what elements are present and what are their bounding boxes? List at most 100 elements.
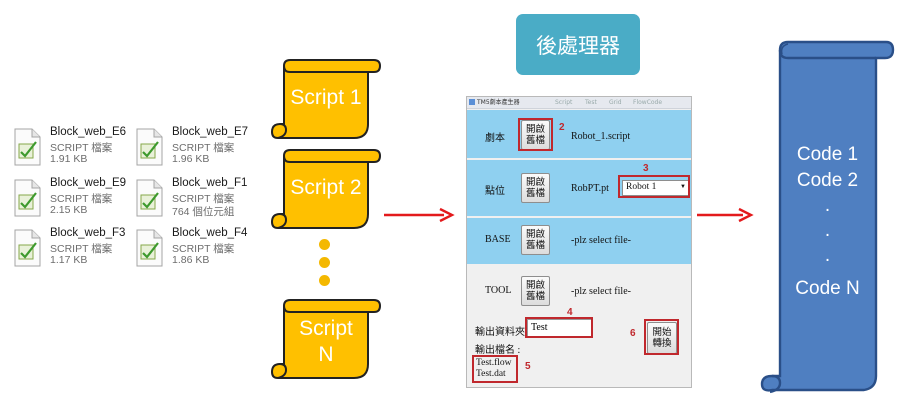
output-file-flow: Test.flow <box>476 358 512 368</box>
arrow-right-icon <box>697 207 754 223</box>
code-line: Code 1 <box>796 144 859 165</box>
highlight-box <box>472 355 518 383</box>
script-file-icon <box>14 229 41 267</box>
script-2-label: Script 2 <box>290 176 362 199</box>
base-file-value: -plz select file- <box>571 235 631 246</box>
ghost-tab: Test <box>585 99 597 106</box>
ellipsis-dot <box>319 239 330 250</box>
script-n-label-line1: Script <box>299 317 353 340</box>
script-file-icon <box>136 128 163 166</box>
post-processor-label: 後處理器 <box>516 14 640 75</box>
script-2-scroll: Script 2 <box>270 148 382 230</box>
script-file-icon <box>136 179 163 217</box>
highlight-box <box>644 319 679 355</box>
script-file-icon <box>136 229 163 267</box>
file-item[interactable]: Block_web_E6 SCRIPT 檔案 1.91 KB <box>12 126 137 172</box>
tool-label: TOOL <box>485 285 512 296</box>
file-name: Block_web_E6 <box>50 126 127 138</box>
file-name: Block_web_F4 <box>172 227 248 239</box>
file-item[interactable]: Block_web_E9 SCRIPT 檔案 2.15 KB <box>12 177 137 223</box>
code-ellipsis: . <box>824 220 831 241</box>
script-file-value: Robot_1.script <box>571 131 631 142</box>
ellipsis-dot <box>319 257 330 268</box>
open-tool-button[interactable]: 開啟 舊檔 <box>521 276 550 306</box>
file-size: 1.91 KB <box>50 153 88 165</box>
base-panel: BASE 開啟 舊檔 -plz select file- <box>467 218 691 264</box>
file-name: Block_web_F1 <box>172 177 248 189</box>
highlight-box <box>518 118 553 151</box>
file-type: SCRIPT 檔案 <box>50 142 113 154</box>
script-file-icon <box>14 179 41 217</box>
robot-select[interactable]: Robot 1 ▼ <box>622 180 690 196</box>
tool-panel: TOOL 開啟 舊檔 -plz select file- <box>467 266 691 312</box>
file-type: SCRIPT 檔案 <box>50 193 113 205</box>
marker-5: 5 <box>525 361 531 372</box>
file-size: 2.15 KB <box>50 204 88 216</box>
open-script-button-label: 開啟 舊檔 <box>525 124 545 146</box>
code-line: Code 2 <box>796 170 859 191</box>
code-scroll-shape <box>760 40 895 394</box>
ghost-tab: FlowCode <box>633 99 663 106</box>
code-scroll: Code 1 Code 2 . . . Code N <box>758 40 895 398</box>
file-size: 1.86 KB <box>172 254 210 266</box>
output-folder-label: 輸出資料夾 <box>475 327 525 338</box>
script-n-label-line2: N <box>318 343 334 366</box>
scroll-shape <box>270 149 382 229</box>
file-type: SCRIPT 檔案 <box>172 193 235 205</box>
scroll-shape <box>270 59 382 139</box>
file-type: SCRIPT 檔案 <box>172 243 235 255</box>
script-n-scroll: Script N <box>270 298 382 380</box>
marker-4: 4 <box>567 307 573 318</box>
output-folder-value: Test <box>531 322 548 333</box>
start-convert-button[interactable]: 開始 轉換 <box>647 322 677 354</box>
script-label: 劇本 <box>485 133 505 144</box>
file-name: Block_web_F3 <box>50 227 126 239</box>
script-generator-window: TM5劇本產生器 Script Test Grid FlowCode 劇本 開啟… <box>466 96 692 388</box>
file-name: Block_web_E9 <box>50 177 127 189</box>
code-ellipsis: . <box>824 245 831 266</box>
tool-file-value: -plz select file- <box>571 286 631 297</box>
window-title: TM5劇本產生器 <box>477 99 520 106</box>
script-file-icon <box>14 128 41 166</box>
highlight-box <box>618 175 690 198</box>
arrow-right-icon <box>384 207 455 223</box>
app-icon <box>469 99 475 105</box>
file-name: Block_web_E7 <box>172 126 249 138</box>
open-base-button[interactable]: 開啟 舊檔 <box>521 225 550 255</box>
script-1-scroll: Script 1 <box>270 58 382 140</box>
file-type: SCRIPT 檔案 <box>50 243 113 255</box>
base-label: BASE <box>485 234 511 245</box>
title-bar: TM5劇本產生器 Script Test Grid FlowCode <box>467 97 691 109</box>
open-point-button-label: 開啟 舊檔 <box>525 177 545 199</box>
file-item[interactable]: Block_web_F1 SCRIPT 檔案 764 個位元組 <box>134 177 259 223</box>
marker-6: 6 <box>630 328 636 339</box>
file-size: 764 個位元組 <box>172 206 235 218</box>
file-type: SCRIPT 檔案 <box>172 142 235 154</box>
start-convert-button-label: 開始 轉換 <box>652 327 672 349</box>
robot-select-value: Robot 1 <box>626 182 657 192</box>
open-tool-button-label: 開啟 舊檔 <box>525 280 545 302</box>
open-base-button-label: 開啟 舊檔 <box>525 229 545 251</box>
file-size: 1.17 KB <box>50 254 88 266</box>
output-name-label: 輸出檔名 : <box>475 345 521 356</box>
point-file-value: RobPT.pt <box>571 183 609 194</box>
marker-3: 3 <box>643 163 649 174</box>
ghost-tab: Grid <box>609 99 622 106</box>
ellipsis-dot <box>319 275 330 286</box>
file-item[interactable]: Block_web_E7 SCRIPT 檔案 1.96 KB <box>134 126 259 172</box>
highlight-box <box>525 317 593 338</box>
script-1-label: Script 1 <box>290 86 362 109</box>
file-item[interactable]: Block_web_F4 SCRIPT 檔案 1.86 KB <box>134 227 259 273</box>
point-panel: 點位 開啟 舊檔 RobPT.pt 3 Robot 1 ▼ <box>467 160 691 216</box>
scroll-shape <box>270 299 382 379</box>
code-ellipsis: . <box>824 195 831 216</box>
file-item[interactable]: Block_web_F3 SCRIPT 檔案 1.17 KB <box>12 227 137 273</box>
dropdown-caret-icon: ▼ <box>680 184 686 190</box>
output-file-dat: Test.dat <box>476 369 506 379</box>
file-size: 1.96 KB <box>172 153 210 165</box>
code-line: Code N <box>795 278 860 299</box>
marker-2: 2 <box>559 122 565 133</box>
open-point-button[interactable]: 開啟 舊檔 <box>521 173 550 203</box>
point-label: 點位 <box>485 186 505 197</box>
script-panel: 劇本 開啟 舊檔 2 Robot_1.script <box>467 110 691 158</box>
